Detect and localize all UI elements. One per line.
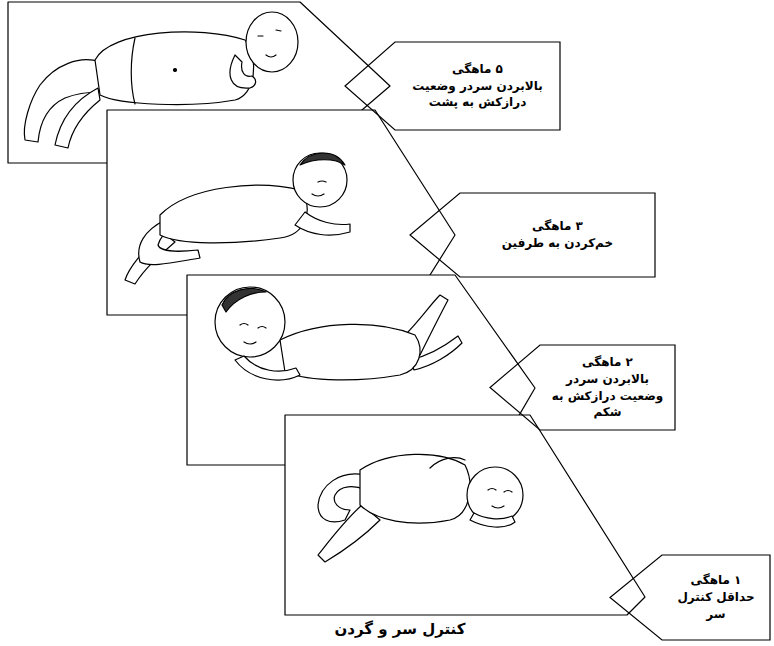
label-text-block: ۵ ماهگیبالابردن سردر وضعیت درازکش به پشت [401,61,554,111]
label-text-area: ۱ ماهگیحداقل کنترل سر [668,555,764,640]
baby-figure [318,454,523,562]
stage-label: ۱ ماهگیحداقل کنترل سر [610,555,770,640]
milestone-text: حداقل کنترل سر [668,589,764,623]
stage-label: ۳ ماهگیخم‌کردن به طرفین [410,193,655,277]
illustration-panel [285,415,645,615]
label-shape [610,555,770,640]
baby-figure [125,153,350,284]
label-text-area: ۲ ماهگیبالابردن سردر وضعیت درازکش به شکم [546,345,669,430]
stage-label: ۲ ماهگیبالابردن سردر وضعیت درازکش به شکم [490,345,675,430]
age-heading: ۲ ماهگی [546,354,669,371]
label-text-area: ۳ ماهگیخم‌کردن به طرفین [466,193,649,277]
baby-figure [215,287,462,380]
label-shape [490,345,675,430]
milestone-text: بالابردن سردر وضعیت درازکش به شکم [546,371,669,421]
label-text-area: ۵ ماهگیبالابردن سردر وضعیت درازکش به پشت [401,42,554,130]
label-text-block: ۱ ماهگیحداقل کنترل سر [668,572,764,622]
age-heading: ۱ ماهگی [668,572,764,589]
milestone-text: بالابردن سردر وضعیت درازکش به پشت [401,78,554,112]
age-heading: ۵ ماهگی [401,61,554,78]
label-text-block: ۳ ماهگیخم‌کردن به طرفین [466,218,649,252]
label-shape [410,193,655,277]
figure-caption: کنترل سر و گردن [250,620,550,638]
milestone-text: خم‌کردن به طرفین [466,235,649,252]
label-outline [410,193,655,277]
age-heading: ۳ ماهگی [466,218,649,235]
stage-label: ۵ ماهگیبالابردن سردر وضعیت درازکش به پشت [345,42,560,130]
label-text-block: ۲ ماهگیبالابردن سردر وضعیت درازکش به شکم [546,354,669,421]
label-shape [345,42,560,130]
